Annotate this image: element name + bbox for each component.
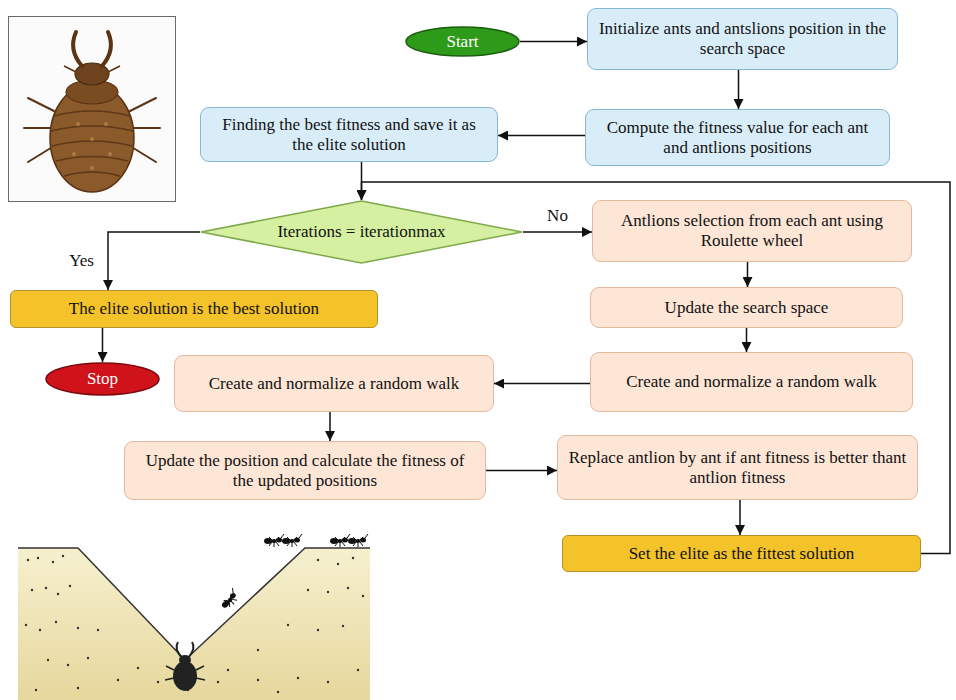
node-text: The elite solution is the best solution (69, 299, 319, 319)
node-text: Compute the fitness value for each ant a… (596, 118, 879, 157)
flow-arrow (486, 470, 557, 472)
flow-arrow (498, 135, 585, 137)
node-text: Create and normalize a random walk (209, 374, 460, 394)
start-terminal: Start (405, 26, 520, 57)
flow-arrow (739, 500, 741, 535)
antlion-figure (165, 642, 205, 691)
ant-figure (330, 534, 350, 547)
node-text: Stop (87, 369, 118, 389)
ellipse-shape (406, 27, 519, 56)
node-text: Replace antlion by ant if ant fitness is… (568, 448, 907, 487)
flow-arrow (494, 383, 590, 385)
diamond-shape (201, 201, 522, 263)
antlion-pit-illustration (18, 530, 370, 700)
process-box: Create and normalize a random walk (590, 352, 913, 412)
process-box: Antlions selection from each ant using R… (592, 200, 912, 262)
node-text: Initialize ants and antslions position i… (598, 19, 887, 58)
node-text: Update the search space (665, 298, 829, 318)
flow-arrow (108, 232, 200, 290)
flow-arrow (102, 328, 104, 362)
process-box: Update the position and calculate the fi… (124, 441, 486, 500)
ellipse-shape (46, 363, 159, 395)
node-text: Start (446, 32, 478, 52)
pit-outline (18, 548, 370, 660)
flow-arrow (746, 328, 748, 352)
edge-label: No (545, 206, 570, 226)
decision-diamond: Iterations = iterationmax (200, 200, 523, 264)
process-box: Update the search space (590, 287, 903, 328)
process-box: Initialize ants and antslions position i… (587, 8, 898, 70)
flow-arrow (738, 70, 740, 109)
stop-terminal: Stop (45, 362, 160, 396)
node-text: Set the elite as the fittest solution (629, 544, 855, 564)
flow-arrow (329, 412, 331, 441)
node-text: Iterations = iterationmax (277, 222, 445, 242)
ant-figure (348, 534, 368, 547)
flow-arrow (747, 262, 749, 287)
process-box: Replace antlion by ant if ant fitness is… (557, 435, 918, 500)
ant-figure (218, 588, 241, 611)
flow-arrow (520, 41, 587, 43)
ant-figure (264, 534, 284, 547)
process-box: Finding the best fitness and save it as … (200, 107, 498, 162)
process-box: Create and normalize a random walk (174, 355, 494, 412)
flow-arrow (523, 231, 592, 233)
sand-grains (25, 555, 364, 693)
edge-label: Yes (67, 251, 96, 271)
process-box: Compute the fitness value for each ant a… (585, 109, 890, 166)
node-text: Antlions selection from each ant using R… (603, 211, 901, 250)
sand-ground (18, 548, 370, 700)
result-box: Set the elite as the fittest solution (562, 535, 921, 572)
ant-figure (282, 534, 302, 547)
node-text: Finding the best fitness and save it as … (211, 115, 487, 154)
antlion-photo (8, 16, 176, 202)
result-box: The elite solution is the best solution (10, 290, 378, 328)
node-text: Update the position and calculate the fi… (135, 451, 475, 490)
node-text: Create and normalize a random walk (626, 372, 877, 392)
